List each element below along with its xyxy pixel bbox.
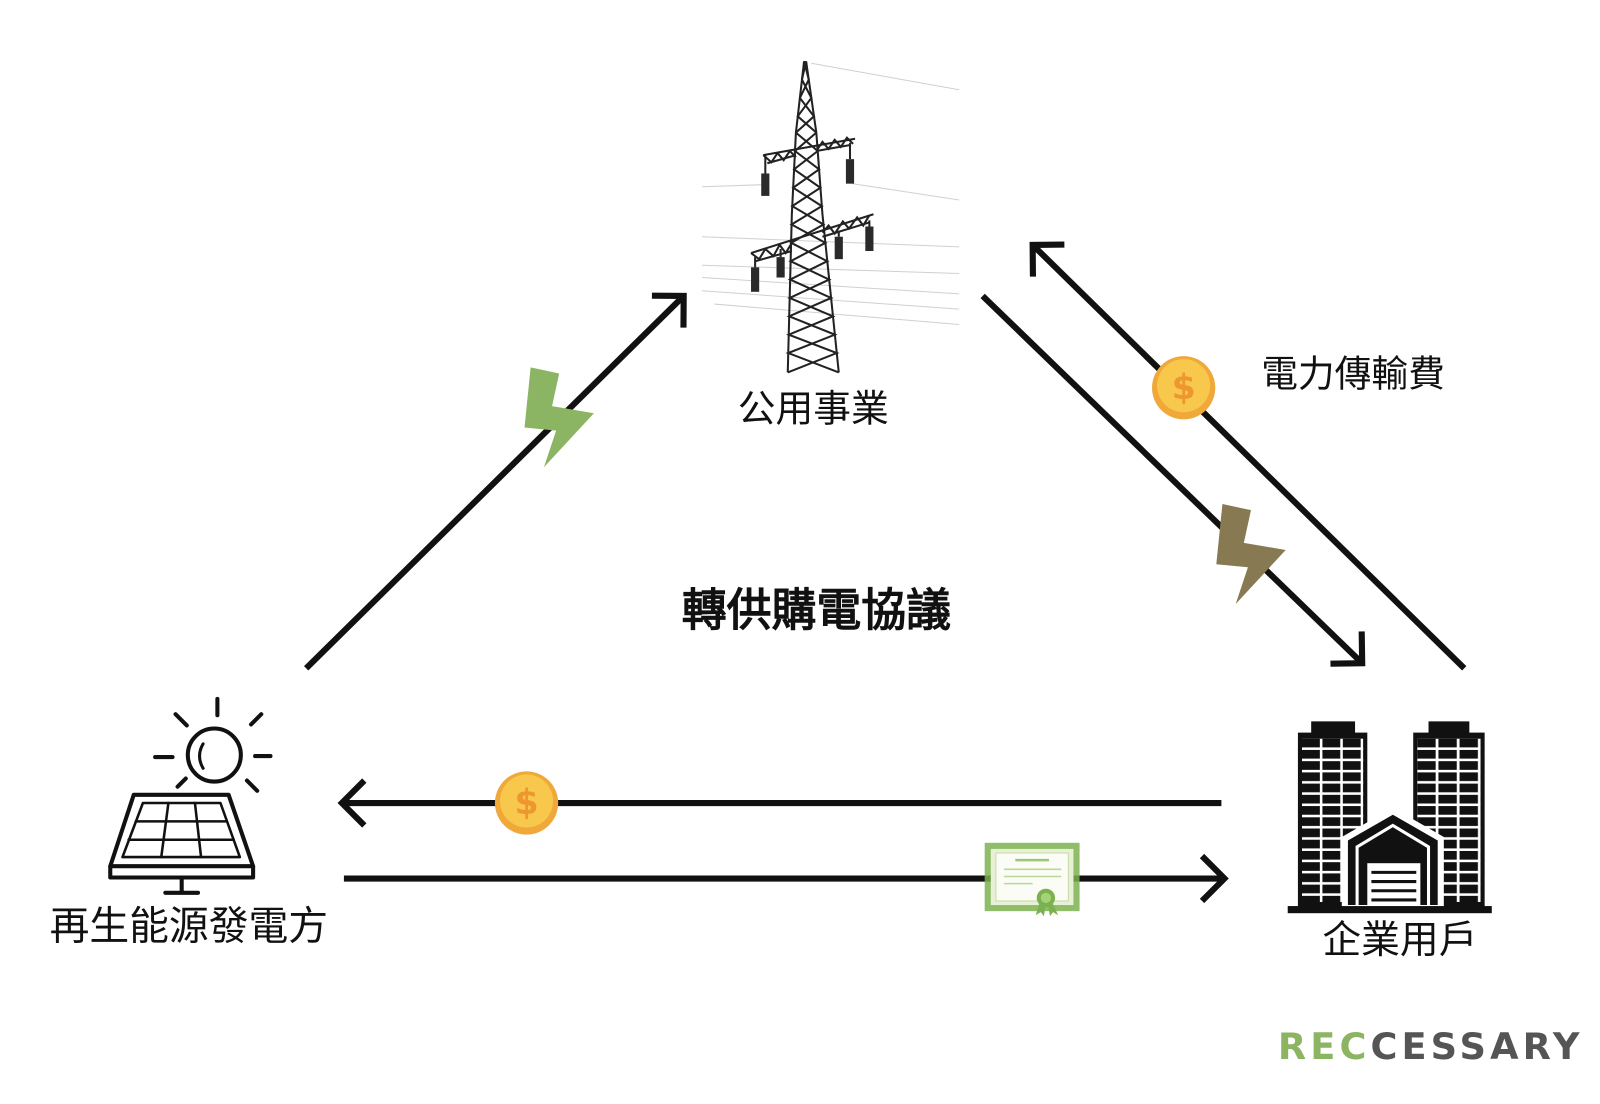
logo-cessary: CESSARY	[1370, 1025, 1583, 1068]
solar-panel-stand	[163, 876, 201, 895]
tower-lattice	[785, 60, 840, 374]
reccessary-logo: RECCESSARY	[1278, 1025, 1584, 1068]
coin-icon: $	[494, 771, 559, 835]
agreement-title: 轉供購電協議	[682, 583, 951, 636]
arrow-utility-to-enterprise	[980, 293, 1366, 667]
enterprise-label: 企業用戶	[1322, 918, 1477, 963]
solar-panel-board	[108, 792, 256, 880]
office-buildings-icon	[1287, 721, 1492, 914]
tower-crossarm-lower	[750, 213, 874, 292]
building-ground	[1287, 906, 1492, 914]
brown-lightning-bolt-icon	[1216, 504, 1286, 605]
arrow-generator-to-utility	[304, 292, 687, 671]
building-tower-left	[1297, 721, 1368, 909]
transmission-fee-label: 電力傳輸費	[1261, 353, 1445, 396]
green-lightning-bolt-icon	[524, 367, 594, 468]
coin-icon: $	[1152, 356, 1216, 420]
garage-door	[1367, 863, 1421, 909]
coin-dollar-symbol: $	[1172, 368, 1196, 408]
solar-panel-icon	[108, 696, 273, 895]
transmission-tower-icon	[702, 60, 960, 374]
sun-icon	[153, 696, 273, 793]
certificate-seal	[1035, 888, 1059, 917]
tower-crossarm-upper	[761, 136, 856, 196]
coin-dollar-symbol: $	[514, 783, 538, 823]
generator-label: 再生能源發電方	[50, 904, 328, 950]
arrow-enterprise-to-utility	[1029, 241, 1467, 671]
building-house	[1341, 807, 1444, 912]
logo-rec: REC	[1278, 1025, 1371, 1068]
certificate-icon	[984, 842, 1080, 917]
utility-label: 公用事業	[738, 386, 889, 430]
